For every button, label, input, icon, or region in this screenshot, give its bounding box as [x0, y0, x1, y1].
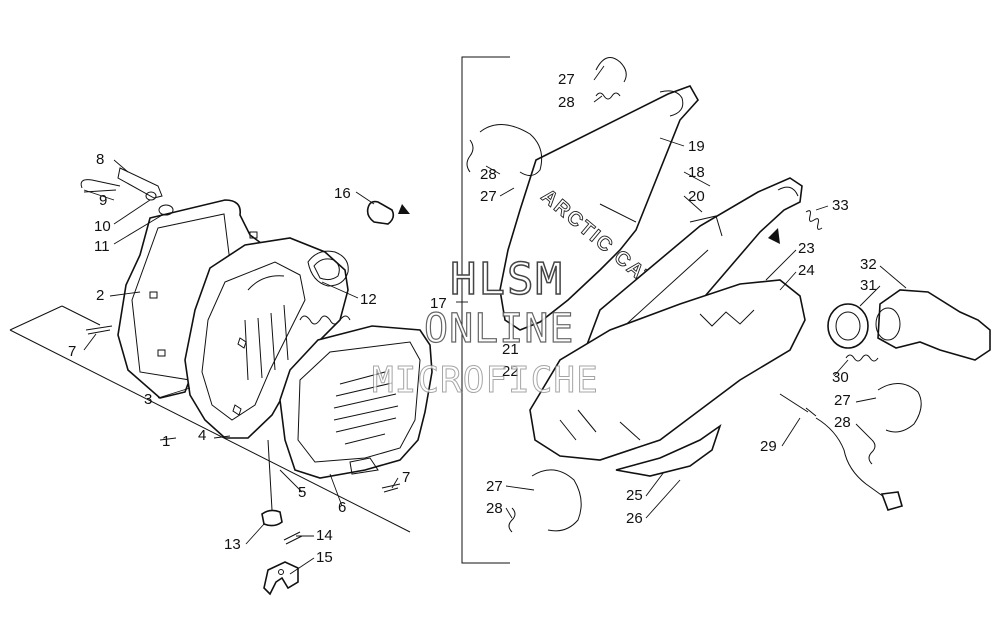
callout-3: 3 — [144, 391, 152, 408]
header-pipe-detail — [619, 186, 799, 331]
callout-27-top: 27 — [558, 71, 575, 88]
heat-shield-lower — [615, 423, 722, 477]
expansion-chamber-neck — [599, 90, 684, 223]
callout-24: 24 — [798, 262, 815, 279]
expansion-chamber — [499, 85, 699, 331]
cotter-pin-right — [381, 483, 401, 493]
callout-33: 33 — [832, 197, 849, 214]
bracket-hole — [278, 569, 284, 575]
callout-12: 12 — [360, 291, 377, 308]
spring-30 — [845, 354, 879, 362]
callout-27-left: 27 — [480, 188, 497, 205]
silencer-face — [201, 261, 306, 421]
callout-28-right: 28 — [834, 414, 851, 431]
callout-2: 2 — [96, 287, 104, 304]
front-heat-shield-inner — [297, 341, 421, 463]
callout-10: 10 — [94, 218, 111, 235]
mounting-bracket — [263, 561, 299, 596]
sensor-connector — [880, 491, 903, 511]
callout-17: 17 — [430, 295, 447, 312]
lower-chamber-ribs — [559, 309, 755, 441]
heat-shield-tab — [349, 457, 379, 475]
callout-28-left: 28 — [480, 166, 497, 183]
spring-clip-top — [595, 57, 627, 83]
silencer-mount-strap — [232, 275, 285, 416]
callout-14: 14 — [316, 527, 333, 544]
callout-15: 15 — [316, 549, 333, 566]
spring-bottom — [508, 507, 516, 533]
watermark-line-1: HLSM — [450, 254, 564, 305]
spring-clip-bottom — [531, 469, 582, 532]
callout-4: 4 — [198, 427, 206, 444]
callout-23: 23 — [798, 240, 815, 257]
spring-clip-left — [479, 124, 543, 176]
sensor-harness — [815, 417, 889, 501]
callout-29: 29 — [760, 438, 777, 455]
callout-20: 20 — [688, 188, 705, 205]
callout-11: 11 — [94, 238, 110, 255]
callout-labels: 8 9 10 11 2 7 3 1 4 5 6 7 12 16 13 14 15… — [68, 71, 877, 566]
callout-9: 9 — [99, 192, 107, 209]
callout-28-bottom: 28 — [486, 500, 503, 517]
assembly-bracket-1 — [9, 305, 411, 533]
exhaust-grommet — [366, 200, 395, 225]
mounting-bolt — [267, 439, 273, 511]
rubber-mount — [261, 509, 283, 527]
callout-21: 21 — [502, 341, 519, 358]
callout-6: 6 — [338, 499, 346, 516]
callout-26: 26 — [626, 510, 643, 527]
exhaust-manifold — [877, 289, 991, 361]
sealing-ring-inner — [835, 311, 861, 341]
front-heat-shield-louvers — [333, 371, 399, 445]
cotter-pin-left — [85, 325, 113, 335]
callout-16: 16 — [334, 185, 351, 202]
callout-28-top: 28 — [558, 94, 575, 111]
sensor-probe — [779, 393, 817, 417]
spring-clip-right — [877, 383, 922, 433]
manifold-port — [875, 307, 901, 341]
callout-31: 31 — [860, 277, 877, 294]
callout-13: 13 — [224, 536, 241, 553]
callout-18: 18 — [688, 164, 705, 181]
leader-lines — [83, 65, 907, 575]
spring-left — [466, 139, 474, 173]
shield-slot — [249, 231, 258, 239]
spring-right — [868, 439, 876, 465]
lower-chamber — [529, 279, 806, 461]
direction-arrow-icon — [768, 228, 780, 244]
watermark: HLSM ONLINE MICROFICHE — [372, 253, 599, 401]
callout-1: 1 — [162, 433, 170, 450]
callout-5: 5 — [298, 484, 306, 501]
callout-27-bottom: 27 — [486, 478, 503, 495]
sealing-ring — [827, 303, 869, 349]
assembly-bracket-17 — [461, 56, 510, 564]
direction-arrow-icon — [398, 204, 410, 214]
clevis-pin — [117, 167, 163, 199]
tension-spring — [299, 315, 351, 325]
shield-slot — [149, 291, 158, 299]
silencer-outlet — [307, 250, 349, 287]
watermark-line-3: MICROFICHE — [372, 360, 599, 401]
callout-7-right: 7 — [402, 469, 410, 486]
shield-slot — [157, 349, 166, 357]
callout-19: 19 — [688, 138, 705, 155]
flat-washer — [145, 191, 157, 201]
cotter-pin — [283, 531, 303, 545]
callout-27-right: 27 — [834, 392, 851, 409]
watermark-line-2: ONLINE — [424, 306, 575, 352]
hairpin-clip — [80, 179, 121, 193]
front-heat-shield — [279, 325, 433, 479]
callout-8: 8 — [96, 151, 104, 168]
silencer-ribs — [244, 304, 289, 381]
callout-7-left: 7 — [68, 343, 76, 360]
callout-30: 30 — [832, 369, 849, 386]
spring-33 — [805, 210, 823, 230]
spring-top — [595, 92, 621, 100]
grommet — [158, 204, 174, 216]
callout-25: 25 — [626, 487, 643, 504]
callout-32: 32 — [860, 256, 877, 273]
callout-22: 22 — [502, 363, 519, 380]
